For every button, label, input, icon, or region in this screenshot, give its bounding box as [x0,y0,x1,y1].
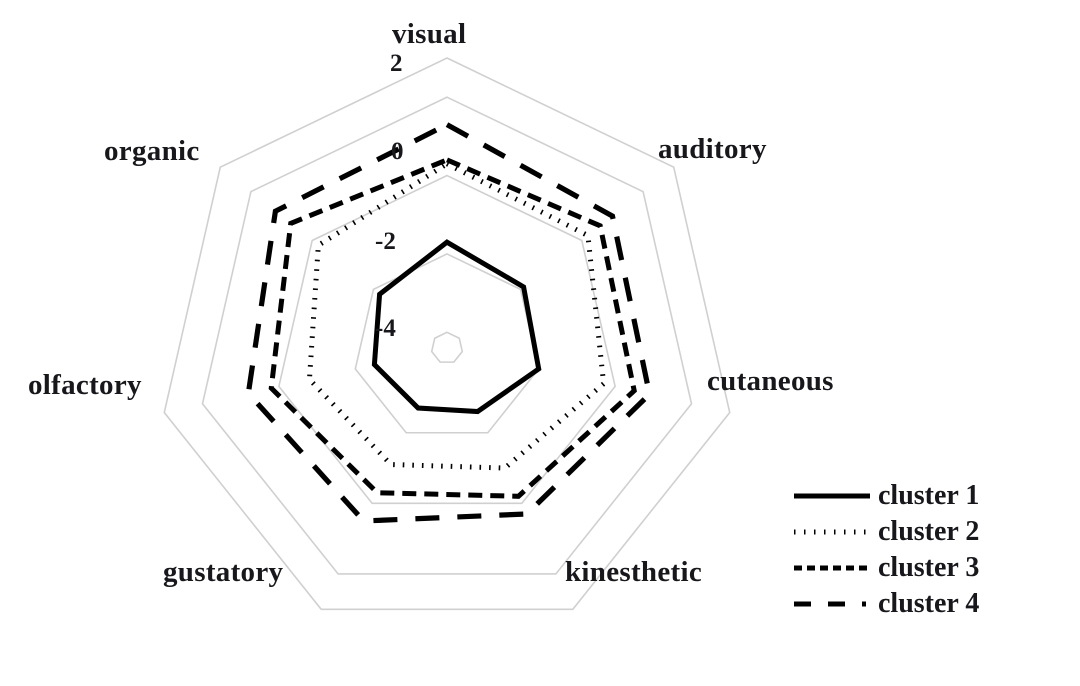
grid-ring [430,331,464,363]
grid-rings [163,57,731,611]
legend-label-cluster-4: cluster 4 [878,588,980,619]
legend-item: cluster 3 [792,550,1062,586]
legend-item: cluster 4 [792,586,1062,622]
radial-tick-0: 0 [391,138,404,165]
series-polygon-cluster-2 [306,160,607,471]
grid-ring [201,96,693,575]
series-polygon-cluster-1 [371,239,542,415]
series-polygon-cluster-4 [245,121,653,524]
chart-legend: cluster 1 cluster 2 cluster 3 cluster 4 [792,478,1062,622]
axis-label-olfactory: olfactory [28,369,142,401]
axis-label-organic: organic [104,135,200,167]
legend-label-cluster-2: cluster 2 [878,516,980,547]
axis-label-kinesthetic: kinesthetic [565,556,703,588]
axis-label-cutaneous: cutaneous [707,365,834,397]
grid-ring [163,57,731,611]
legend-line-sample-solid [792,487,876,505]
legend-line-sample-dashed-long [792,595,876,613]
grid-ring [354,253,540,434]
legend-line-sample-dashed-short [792,559,876,577]
legend-label-cluster-1: cluster 1 [878,480,980,511]
legend-item: cluster 1 [792,478,1062,514]
grid-ring [278,174,616,505]
axis-label-gustatory: gustatory [163,556,284,588]
axis-label-visual: visual [392,18,467,50]
radial-tick-2: 2 [390,50,403,77]
radial-tick-minus4: -4 [375,315,396,342]
legend-label-cluster-3: cluster 3 [878,552,980,583]
legend-line-sample-dotted [792,523,876,541]
axis-label-auditory: auditory [658,133,767,165]
series-polygon-cluster-3 [268,157,637,499]
series-polygons [245,121,653,524]
radial-tick-minus2: -2 [375,228,396,255]
legend-item: cluster 2 [792,514,1062,550]
